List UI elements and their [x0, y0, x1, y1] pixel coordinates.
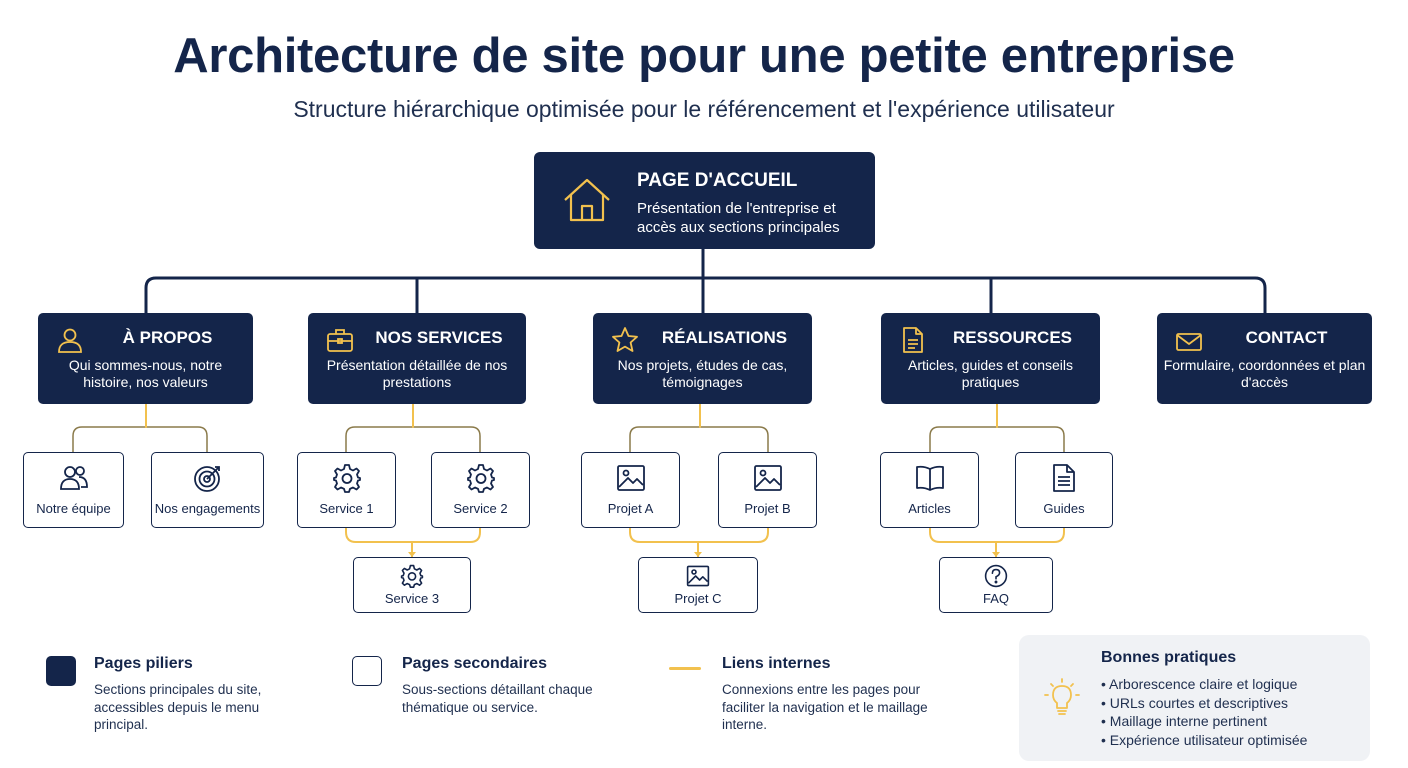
best-practice-item: URLs courtes et descriptives [1101, 694, 1307, 713]
star-icon [612, 327, 638, 352]
pillar-description: Formulaire, coordonnées et plan d'accès [1163, 357, 1366, 390]
secondary-label: Guides [1043, 501, 1085, 516]
legend-title: Pages secondaires [402, 655, 547, 672]
envelope-icon [1176, 333, 1202, 351]
secondary-label: Service 2 [453, 501, 508, 516]
pillar-contact: CONTACT Formulaire, coordonnées et plan … [1157, 313, 1372, 404]
pillar-description: Articles, guides et conseils pratiques [908, 357, 1073, 390]
page-subtitle: Structure hiérarchique optimisée pour le… [293, 96, 1115, 122]
gear-icon [332, 464, 361, 493]
pillar-title: À PROPOS [122, 328, 213, 347]
legend-description: Connexions entre les pages pour facilite… [722, 682, 928, 732]
best-practice-item: Maillage interne pertinent [1101, 712, 1307, 731]
secondary-label: Service 3 [384, 591, 440, 606]
book-icon [915, 465, 944, 491]
pillar-a-propos: À PROPOS Qui sommes-nous, notre histoire… [38, 313, 253, 404]
secondary-faq: FAQ [939, 557, 1053, 613]
gear-icon [466, 464, 495, 493]
secondary-nos-engagements: Nos engagements [151, 452, 264, 528]
document-icon [903, 327, 923, 353]
best-practices-panel: Bonnes pratiques Arborescence claire et … [1019, 635, 1370, 761]
legend-links: Liens internes Connexions entre les page… [722, 655, 947, 734]
secondary-label: Service 1 [319, 501, 374, 516]
secondary-guides: Guides [1015, 452, 1113, 528]
best-practices-title: Bonnes pratiques [1101, 649, 1237, 666]
legend-description: Sous-sections détaillant chaque thématiq… [402, 682, 593, 715]
legend-secondary: Pages secondaires Sous-sections détailla… [402, 655, 602, 716]
secondary-label: Projet B [744, 501, 791, 516]
target-icon [193, 466, 220, 492]
best-practice-item: Arborescence claire et logique [1101, 675, 1307, 694]
secondary-service-1: Service 1 [297, 452, 396, 528]
home-page-node: PAGE D'ACCUEIL Présentation de l'entrepr… [534, 152, 875, 249]
pillar-title: RÉALISATIONS [661, 328, 788, 347]
pillar-description: Présentation détaillée de nos prestation… [326, 357, 508, 390]
lightbulb-icon [1044, 678, 1080, 715]
pillar-ressources: RESSOURCES Articles, guides et conseils … [881, 313, 1100, 404]
legend-swatch-secondary [352, 656, 382, 686]
home-description: Présentation de l'entreprise et accès au… [637, 200, 840, 236]
secondary-articles: Articles [880, 452, 979, 528]
question-icon [984, 564, 1008, 588]
legend-description: Sections principales du site, accessible… [94, 682, 262, 732]
briefcase-icon [327, 329, 353, 352]
secondary-projet-a: Projet A [581, 452, 680, 528]
best-practices-list: Arborescence claire et logique URLs cour… [1101, 675, 1307, 749]
secondary-label: Projet A [607, 501, 654, 516]
pillar-description: Nos projets, études de cas, témoignages [617, 357, 788, 390]
legend-pillar: Pages piliers Sections principales du si… [94, 655, 294, 734]
image-icon [686, 565, 710, 587]
secondary-label: FAQ [982, 591, 1009, 606]
page-title: Architecture de site pour une petite ent… [173, 29, 1235, 83]
secondary-projet-c: Projet C [638, 557, 758, 613]
image-icon [753, 465, 782, 491]
gear-icon [400, 564, 424, 588]
secondary-service-3: Service 3 [353, 557, 471, 613]
team-icon [59, 466, 88, 490]
secondary-service-2: Service 2 [431, 452, 530, 528]
pillar-realisations: RÉALISATIONS Nos projets, études de cas,… [593, 313, 812, 404]
person-icon [58, 328, 82, 353]
pillar-description: Qui sommes-nous, notre histoire, nos val… [68, 357, 223, 390]
secondary-label: Nos engagements [154, 501, 261, 516]
secondary-label: Articles [908, 501, 951, 516]
legend-title: Liens internes [722, 655, 831, 672]
house-icon [564, 178, 610, 222]
file-lines-icon [1053, 464, 1075, 492]
best-practice-item: Expérience utilisateur optimisée [1101, 731, 1308, 750]
image-icon [616, 465, 645, 491]
secondary-label: Projet C [674, 591, 722, 606]
secondary-label: Notre équipe [36, 501, 111, 516]
pillar-title: RESSOURCES [952, 328, 1073, 347]
secondary-projet-b: Projet B [718, 452, 817, 528]
legend-swatch-pillar [46, 656, 76, 686]
secondary-notre-equipe: Notre équipe [23, 452, 124, 528]
home-title: PAGE D'ACCUEIL [637, 170, 798, 191]
legend-title: Pages piliers [94, 655, 193, 672]
pillar-title: CONTACT [1245, 328, 1328, 347]
pillar-title: NOS SERVICES [375, 328, 503, 347]
pillar-nos-services: NOS SERVICES Présentation détaillée de n… [308, 313, 526, 404]
legend-swatch-links [669, 667, 701, 670]
